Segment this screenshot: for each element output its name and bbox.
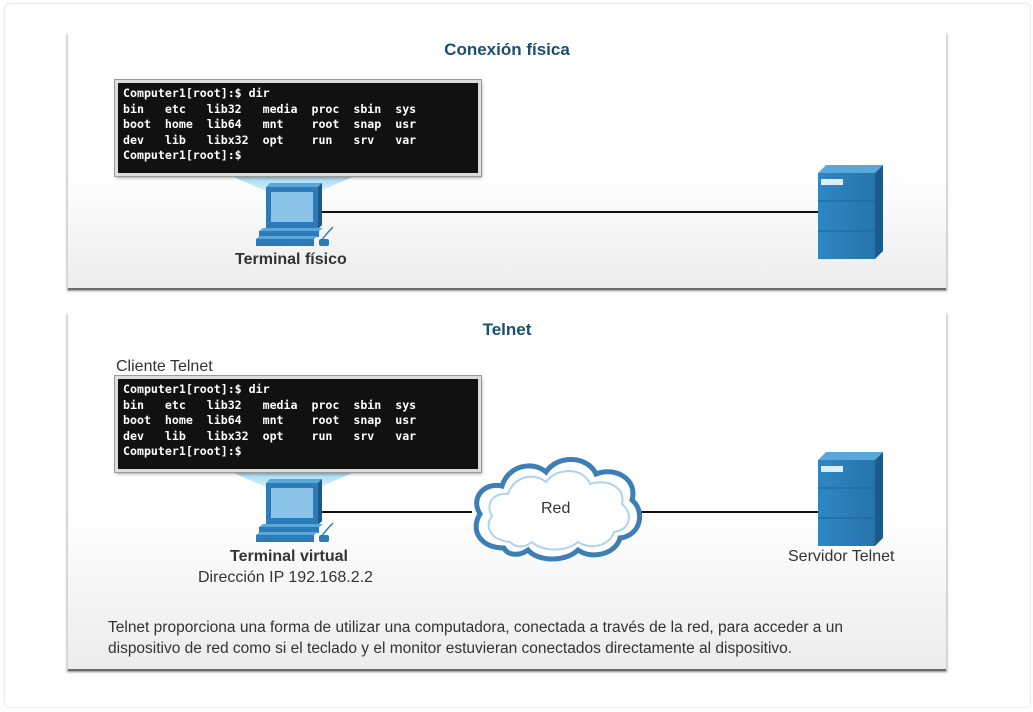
ip-address-label: Dirección IP 192.168.2.2 — [198, 569, 373, 586]
terminal-line: bin etc lib32 media proc sbin sys — [123, 397, 417, 412]
network-link-right — [638, 511, 822, 513]
network-link-left — [322, 511, 472, 513]
terminal-line: bin etc lib32 media proc sbin sys — [123, 101, 417, 116]
terminal-window: Computer1[root]:$ dir bin etc lib32 medi… — [114, 375, 482, 473]
desktop-computer-icon — [256, 479, 334, 542]
panel-title: Conexión física — [444, 40, 570, 59]
description-text: Telnet proporciona una forma de utilizar… — [108, 619, 843, 657]
terminal-line: Computer1[root]:$ — [123, 444, 242, 459]
telnet-server-label: Servidor Telnet — [788, 548, 895, 565]
terminal-line: Computer1[root]:$ dir — [123, 86, 270, 100]
telnet-client-label: Cliente Telnet — [116, 358, 213, 375]
terminal-line: boot home lib64 mnt root snap usr — [123, 117, 417, 132]
terminal-line: dev lib libx32 opt run srv var — [123, 132, 417, 147]
terminal-line: dev lib libx32 opt run srv var — [123, 428, 417, 443]
server-icon — [818, 452, 883, 546]
terminal-line: Computer1[root]:$ dir — [123, 382, 270, 396]
terminal-line: boot home lib64 mnt root snap usr — [123, 413, 417, 428]
network-label: Red — [541, 500, 571, 517]
terminal-line: Computer1[root]:$ — [123, 148, 242, 163]
desktop-computer-icon — [256, 183, 334, 246]
physical-cable — [322, 211, 822, 213]
terminal-window: Computer1[root]:$ dir bin etc lib32 medi… — [114, 79, 482, 177]
panel-title: Telnet — [482, 320, 532, 339]
server-icon — [818, 165, 883, 259]
physical-terminal-label: Terminal físico — [235, 251, 347, 268]
virtual-terminal-label: Terminal virtual — [230, 548, 348, 565]
cloud-icon — [473, 457, 643, 562]
